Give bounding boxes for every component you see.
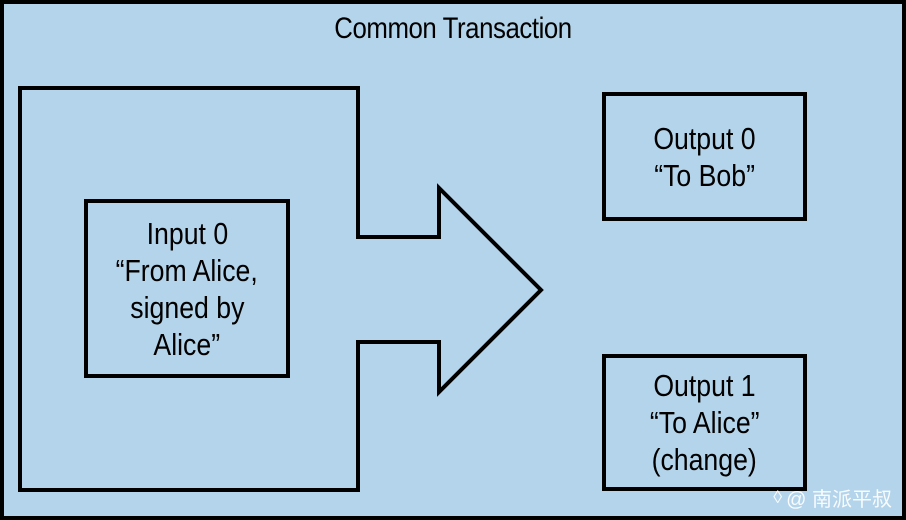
diamond-logo-icon: ◊ (773, 487, 783, 507)
output-line: (change) (651, 442, 758, 477)
output-line: “To Bob” (654, 157, 755, 193)
input-0-box: Input 0 “From Alice, signed by Alice” (84, 199, 290, 378)
input-arrow-shape (18, 86, 544, 492)
watermark: ◊ @ 南派平叔 (773, 483, 892, 512)
output-line: Output 0 (653, 120, 756, 156)
output-0-box: Output 0 “To Bob” (602, 92, 807, 221)
arrow-outline (18, 86, 544, 492)
output-line: Output 1 (653, 368, 756, 403)
input-line: Alice” (153, 326, 221, 362)
diagram-title: Common Transaction (334, 12, 572, 45)
output-1-box: Output 1 “To Alice” (change) (602, 354, 807, 491)
input-line: “From Alice, (115, 252, 259, 288)
input-line: signed by (129, 289, 245, 325)
watermark-text: @ 南派平叔 (786, 489, 892, 511)
output-line: “To Alice” (649, 405, 760, 440)
input-line: Input 0 (146, 215, 228, 251)
